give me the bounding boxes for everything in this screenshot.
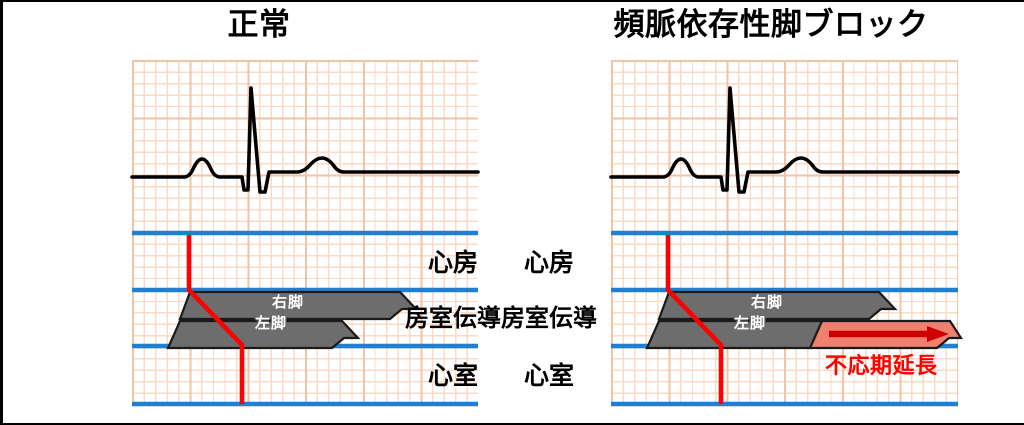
- ecg-grid-block: [611, 60, 958, 232]
- refractory-arrow-head: [927, 326, 949, 342]
- right-bundle-band: [657, 290, 898, 321]
- activation-path-normal: [186, 235, 245, 404]
- conduction-ladder-block: [611, 230, 964, 407]
- left-bundle-band: [166, 319, 361, 350]
- right-bundle-label-normal: 右脚: [272, 294, 305, 311]
- conduction-ladder-normal: [132, 230, 478, 407]
- panel-title-normal: 正常: [227, 7, 291, 42]
- left-bundle-label-block: 左脚: [734, 315, 767, 332]
- ecg-grid-normal: [132, 60, 478, 232]
- region-label-ventricle-normal: 心室: [427, 362, 478, 390]
- left-bundle-label-normal: 左脚: [255, 315, 288, 332]
- activation-path-block: [665, 235, 724, 404]
- ecg-trace-block: [609, 86, 960, 194]
- region-label-ventricle-block: 心室: [523, 362, 574, 390]
- region-label-atrium-normal: 心房: [427, 249, 478, 277]
- region-label-atrium-block: 心房: [523, 249, 574, 277]
- right-bundle-label-block: 右脚: [751, 294, 784, 311]
- panel-tachycardia-dependent-block: 頻脈依存性脚ブロック 右脚 左脚: [501, 2, 1024, 423]
- refractory-prolongation-note: 不応期延長: [825, 353, 938, 378]
- region-label-av-block: 房室伝導: [501, 305, 597, 332]
- region-label-av-normal: 房室伝導: [405, 305, 501, 332]
- right-bundle-band: [178, 290, 419, 321]
- panel-normal: 正常 右脚 左脚 心房 房室伝導 心室: [3, 2, 515, 423]
- ecg-trace-normal: [130, 86, 480, 194]
- panel-title-tachycardia-block: 頻脈依存性脚ブロック: [613, 7, 929, 42]
